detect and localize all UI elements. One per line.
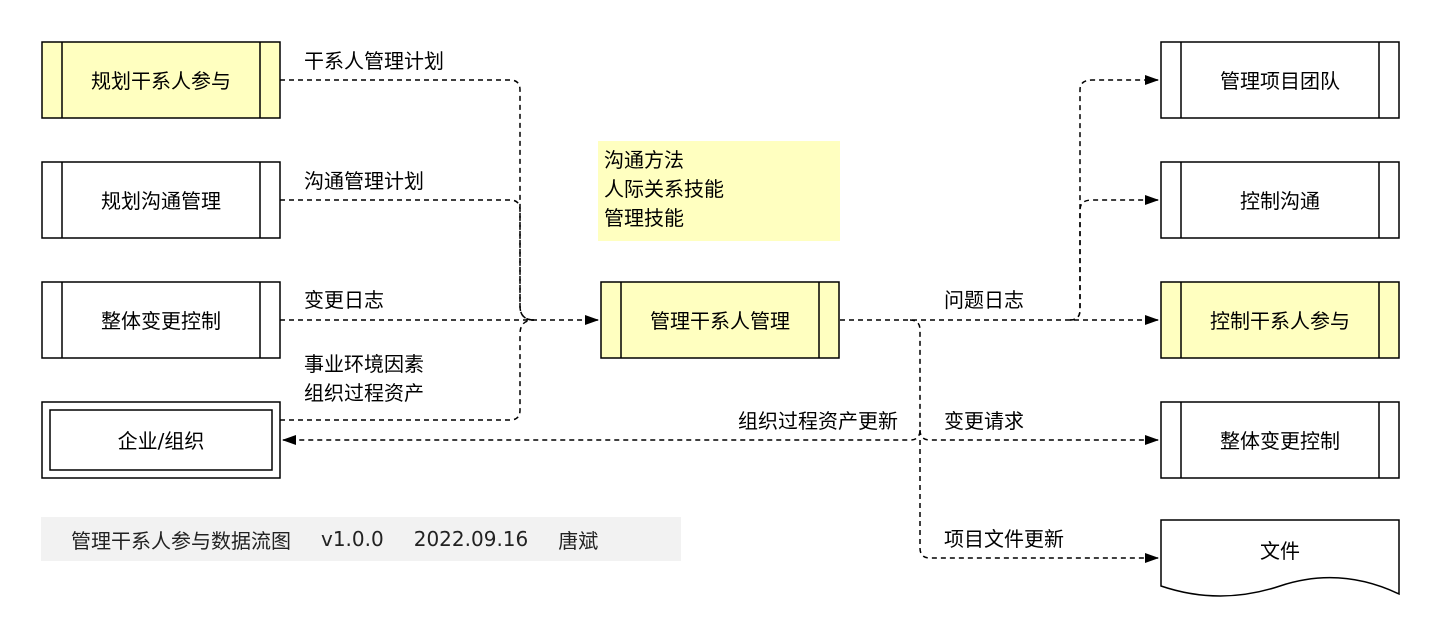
node-control-stakeholder[interactable]: 控制干系人参与 — [1160, 281, 1400, 359]
node-integrated-change-in[interactable]: 整体变更控制 — [41, 281, 281, 359]
connector-manage-team — [1069, 75, 1159, 321]
node-integrated-change-out[interactable]: 整体变更控制 — [1160, 401, 1400, 479]
node-manage-stakeholder[interactable]: 管理干系人管理 — [600, 281, 840, 359]
footer-date: 2022.09.16 — [413, 527, 529, 551]
connector-opa-update — [282, 319, 921, 445]
node-label: 规划沟通管理 — [101, 189, 221, 213]
label-doc-update: 项目文件更新 — [944, 527, 1064, 551]
node-label: 管理干系人管理 — [650, 309, 790, 333]
footer-author: 唐斌 — [558, 528, 599, 553]
node-documents[interactable]: 文件 — [1160, 519, 1400, 597]
node-label: 控制干系人参与 — [1210, 309, 1350, 333]
tool-item: 人际关系技能 — [604, 177, 724, 201]
footer-caption: 管理干系人参与数据流图 v1.0.0 2022.09.16 唐斌 — [41, 517, 681, 561]
connector-change-request — [919, 429, 1159, 445]
label-issue-log: 问题日志 — [944, 288, 1024, 312]
label-opa: 组织过程资产 — [304, 381, 424, 405]
connector-comm-plan — [280, 199, 535, 321]
connector-control-comm — [1069, 195, 1159, 321]
node-label: 企业/组织 — [118, 429, 205, 453]
node-control-comm[interactable]: 控制沟通 — [1160, 161, 1400, 239]
footer-version: v1.0.0 — [321, 527, 384, 551]
node-label: 整体变更控制 — [1220, 429, 1340, 453]
connector-stakeholder-plan — [280, 79, 535, 321]
connector-doc-update — [919, 440, 1159, 563]
node-enterprise[interactable]: 企业/组织 — [41, 401, 281, 479]
node-plan-stakeholder[interactable]: 规划干系人参与 — [41, 41, 281, 119]
label-stakeholder-plan: 干系人管理计划 — [304, 49, 444, 73]
node-label: 管理项目团队 — [1220, 69, 1340, 93]
node-label: 规划干系人参与 — [91, 69, 231, 93]
connector-labels: 干系人管理计划 沟通管理计划 变更日志 事业环境因素 组织过程资产 组织过程资产… — [304, 49, 1064, 551]
node-manage-team[interactable]: 管理项目团队 — [1160, 41, 1400, 119]
node-label: 整体变更控制 — [101, 309, 221, 333]
label-change-request: 变更请求 — [944, 409, 1024, 433]
tool-item: 沟通方法 — [604, 148, 684, 172]
connectors — [280, 75, 1159, 563]
footer-title: 管理干系人参与数据流图 — [71, 528, 291, 553]
node-plan-comm[interactable]: 规划沟通管理 — [41, 161, 281, 239]
label-eef: 事业环境因素 — [304, 352, 424, 376]
label-change-log: 变更日志 — [304, 288, 384, 312]
node-label: 控制沟通 — [1240, 189, 1320, 213]
connector-eef-opa — [280, 319, 535, 421]
label-comm-plan: 沟通管理计划 — [304, 169, 424, 193]
tools-note: 沟通方法 人际关系技能 管理技能 — [598, 141, 840, 241]
node-label: 文件 — [1260, 539, 1300, 563]
tool-item: 管理技能 — [604, 206, 684, 230]
label-opa-update: 组织过程资产更新 — [738, 409, 898, 433]
